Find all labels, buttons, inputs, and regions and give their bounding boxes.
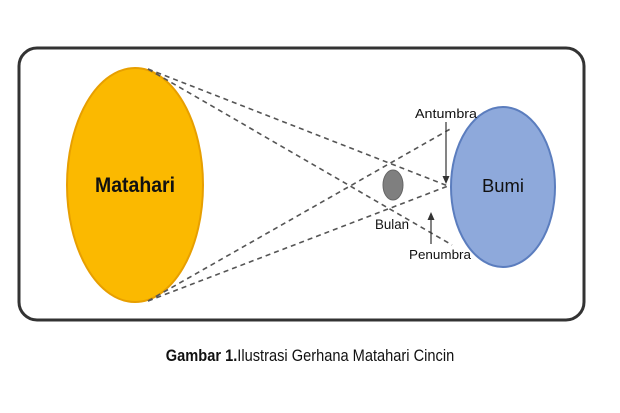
earth-label: Bumi bbox=[482, 176, 524, 196]
earth-circle bbox=[450, 106, 556, 268]
moon-circle bbox=[382, 169, 404, 201]
sun-label: Matahari bbox=[95, 174, 175, 197]
penumbra-label: Penumbra bbox=[409, 247, 472, 262]
ray-bottom-to-penumbra-upper bbox=[147, 127, 453, 302]
caption-prefix: Gambar 1. bbox=[165, 346, 238, 365]
shadow-rays bbox=[147, 68, 453, 302]
figure-caption: Gambar 1.Ilustrasi Gerhana Matahari Cinc… bbox=[43, 346, 576, 366]
ray-top-to-penumbra-lower bbox=[147, 68, 453, 246]
sun-circle bbox=[66, 67, 204, 303]
moon-label: Bulan bbox=[375, 216, 409, 232]
caption-text: Ilustrasi Gerhana Matahari Cincin bbox=[237, 346, 455, 365]
antumbra-arrow bbox=[442, 122, 450, 184]
antumbra-label: Antumbra bbox=[415, 106, 478, 121]
penumbra-arrow bbox=[427, 212, 435, 244]
